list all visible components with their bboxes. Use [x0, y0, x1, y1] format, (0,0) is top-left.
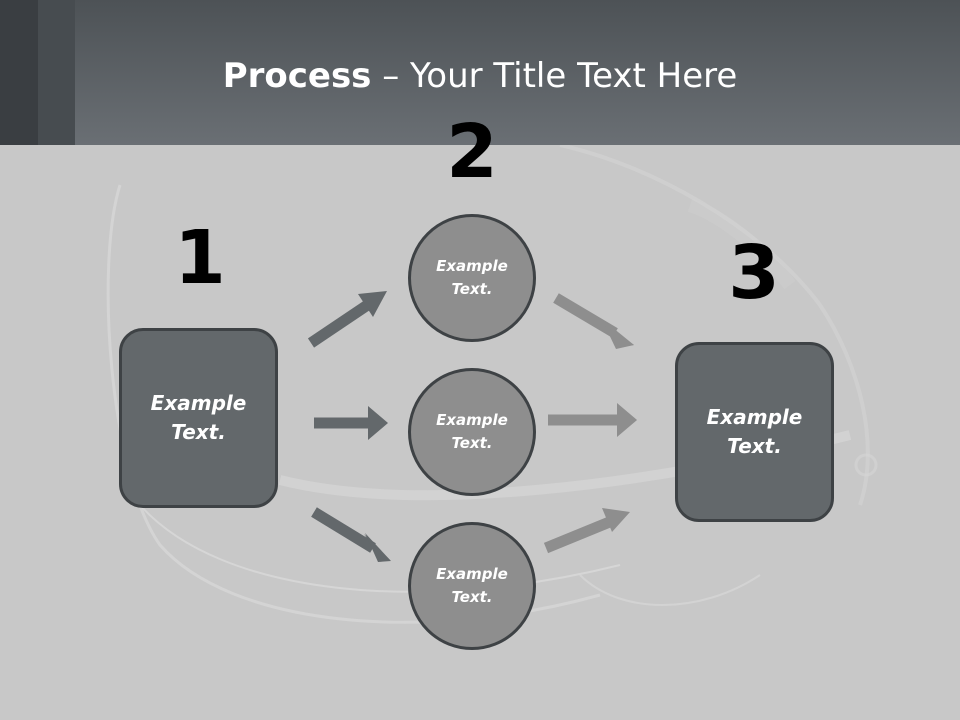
- step-box-right[interactable]: Example Text.: [675, 342, 834, 522]
- step-circle-middle[interactable]: Example Text.: [408, 368, 536, 496]
- step-box-right-text: Example Text.: [706, 405, 803, 458]
- step-box-left-text: Example Text.: [150, 391, 247, 444]
- title-bold-part: Process: [222, 56, 372, 96]
- step-circle-middle-text: Example Text.: [436, 411, 508, 452]
- arrow-middle-to-right[interactable]: [548, 403, 637, 437]
- arrow-left-to-bottom[interactable]: [311, 507, 391, 562]
- arrow-left-to-top[interactable]: [307, 291, 387, 348]
- step-number-2[interactable]: 2: [446, 109, 498, 195]
- arrow-top-to-right[interactable]: [553, 293, 634, 349]
- step-number-3[interactable]: 3: [728, 230, 780, 316]
- step-circle-top-text: Example Text.: [436, 257, 508, 298]
- step-circle-top[interactable]: Example Text.: [408, 214, 536, 342]
- header-accent-block: [38, 0, 75, 145]
- header-accent-block: [0, 0, 38, 145]
- title-bar: Process – Your Title Text Here: [0, 0, 960, 145]
- title-rest-part: – Your Title Text Here: [371, 56, 738, 96]
- step-circle-bottom[interactable]: Example Text.: [408, 522, 536, 650]
- step-number-1[interactable]: 1: [174, 215, 226, 301]
- step-circle-bottom-text: Example Text.: [436, 565, 508, 606]
- arrow-bottom-to-right[interactable]: [543, 508, 630, 554]
- arrow-left-to-middle[interactable]: [314, 406, 388, 440]
- slide-title[interactable]: Process – Your Title Text Here: [0, 54, 960, 98]
- step-box-left[interactable]: Example Text.: [119, 328, 278, 508]
